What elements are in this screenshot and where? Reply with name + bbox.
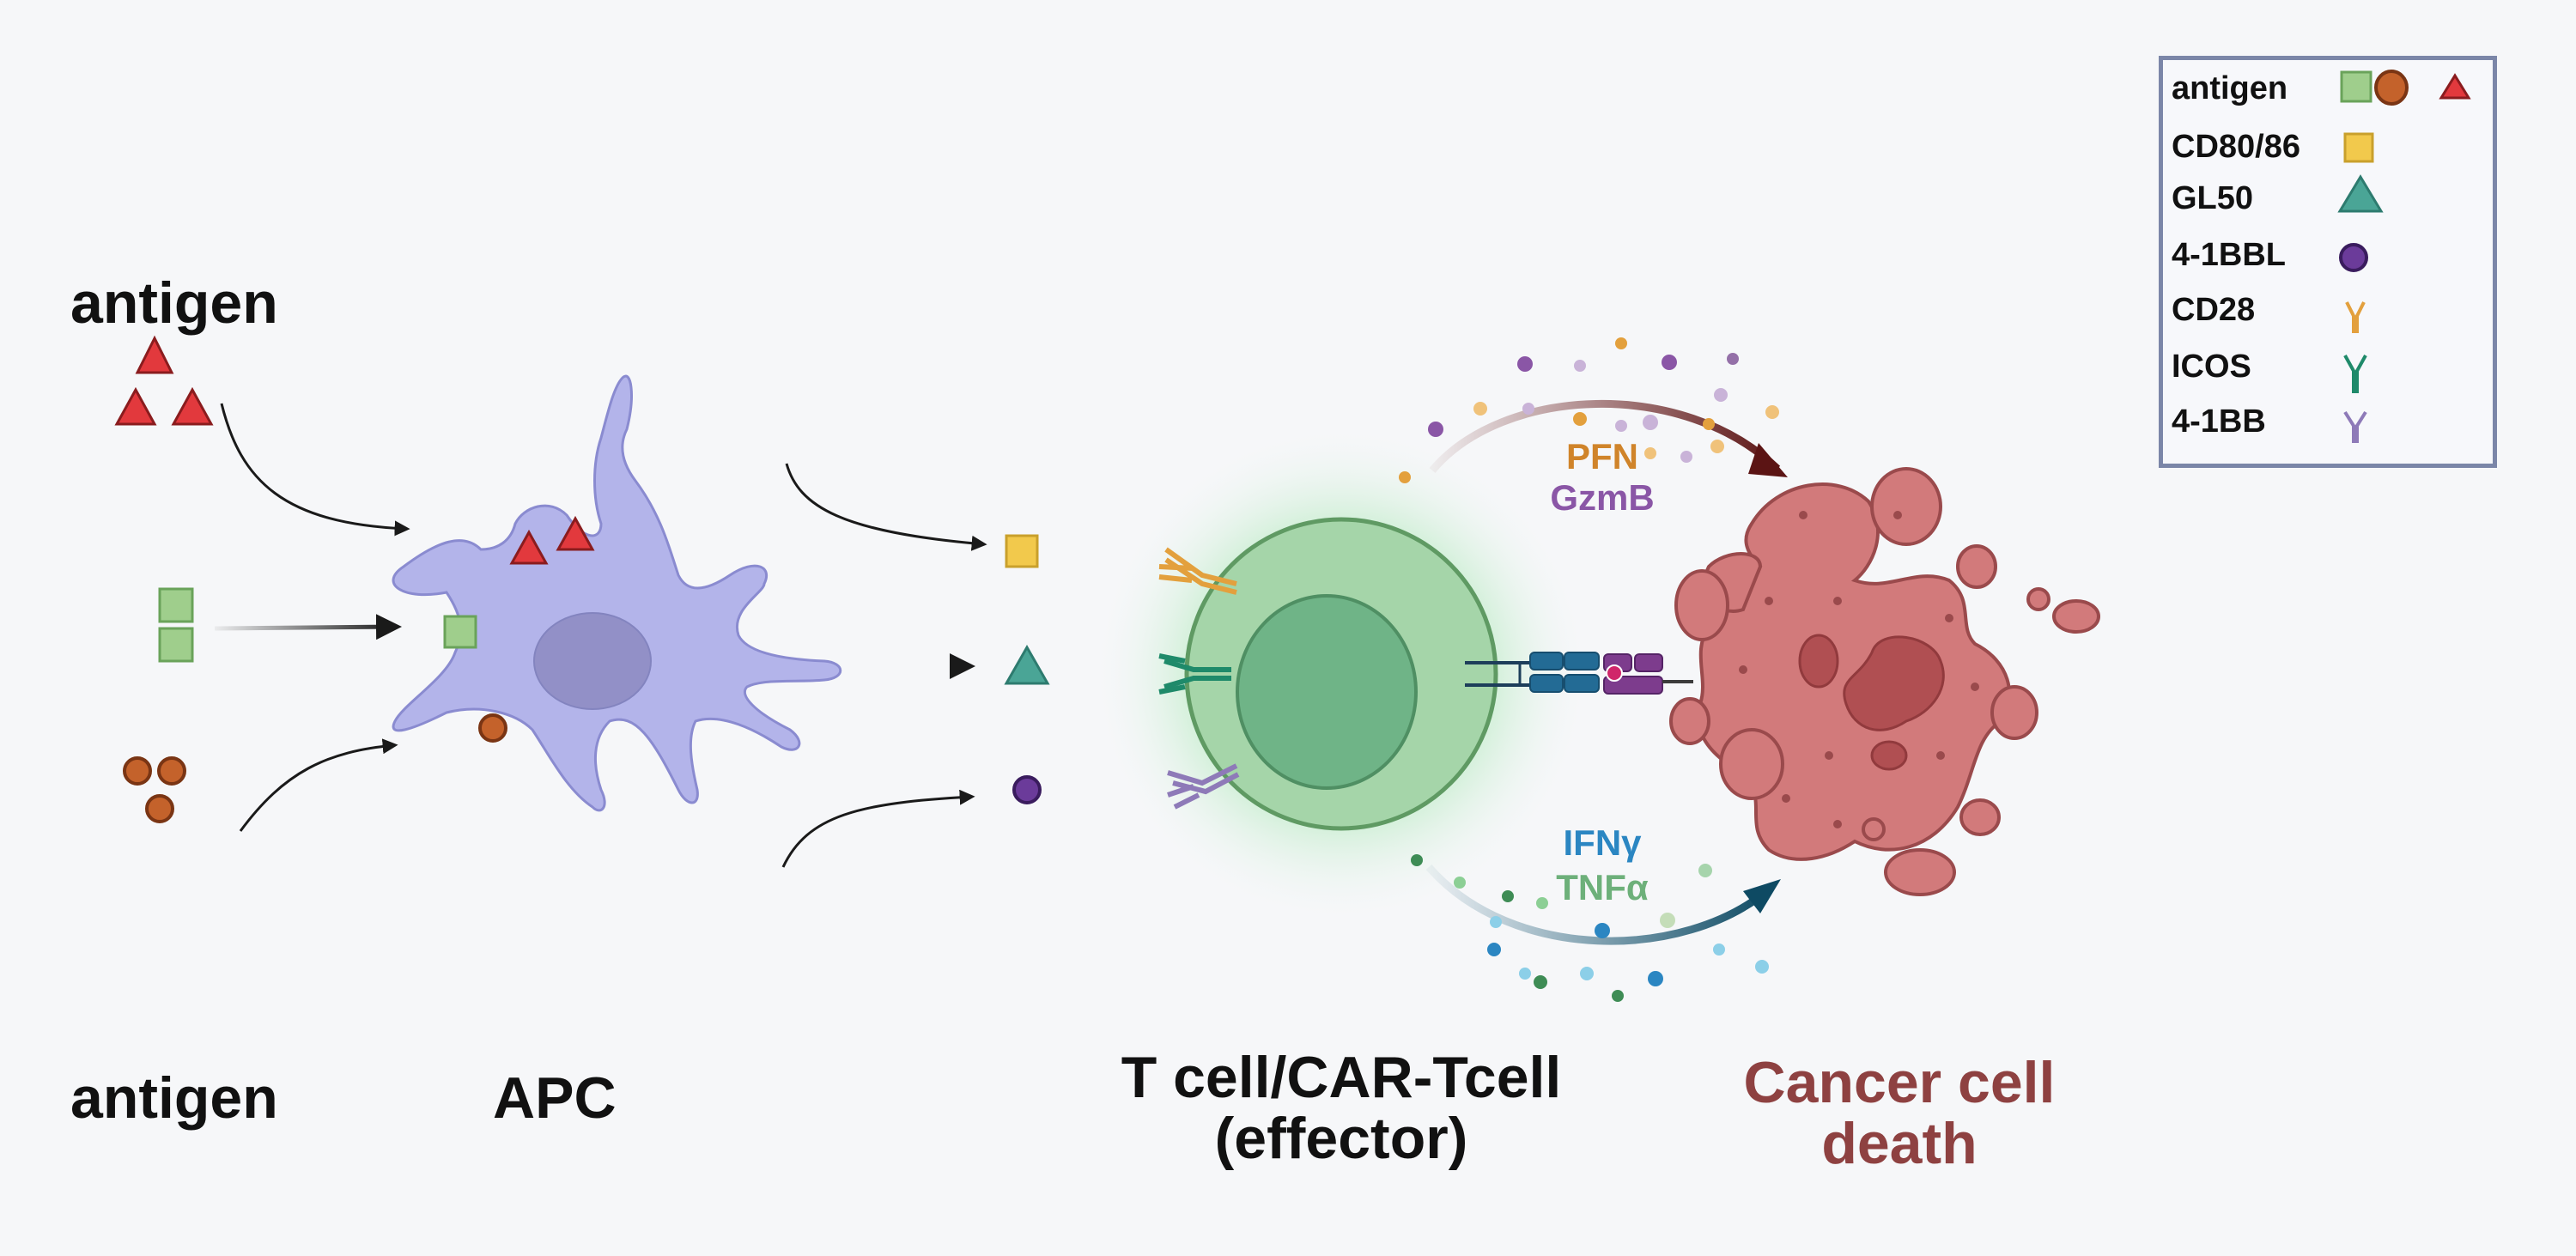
tnfa-label: TNFα xyxy=(1556,867,1649,907)
apc-label: APC xyxy=(493,1065,617,1131)
tcr-mhc-complex xyxy=(1465,652,1693,695)
icos-receptor xyxy=(1158,653,1231,695)
arrow-to-cd80 xyxy=(785,463,987,551)
cancer-cell xyxy=(1669,467,2100,896)
pfn-label: PFN xyxy=(1566,436,1638,476)
cancer-cell-label: Cancer cell death xyxy=(1743,1050,2056,1177)
legend-antigen-triangle-icon xyxy=(2439,73,2471,100)
legend-antigen-circle-icon xyxy=(2374,70,2409,106)
input-circle-antigens xyxy=(123,756,186,823)
arrow-pfn-gzmb xyxy=(1429,399,1781,473)
arrow-triangles-to-apc xyxy=(220,403,410,537)
legend-icons xyxy=(2337,70,2471,443)
arrow-to-41bbl xyxy=(781,789,975,868)
41bb-receptor xyxy=(1167,763,1240,810)
apc-cell xyxy=(392,374,842,812)
gzmb-label: GzmB xyxy=(1550,477,1655,518)
t-cell-label: T cell/CAR-Tcell (effector) xyxy=(1121,1047,1562,1170)
t-cell-label-line2: (effector) xyxy=(1214,1106,1468,1172)
arrow-ifng-tnfa xyxy=(1425,865,1771,945)
antigen-bottom-label: antigen xyxy=(70,1065,278,1131)
ifng-label: IFNγ xyxy=(1563,822,1642,863)
t-cell xyxy=(1092,425,1590,923)
legend-box: antigen CD80/86 GL50 4-1BBL CD28 ICOS 4-… xyxy=(2159,56,2497,468)
cancer-dots xyxy=(1739,511,1979,828)
gl50-ligand xyxy=(1004,644,1050,685)
arrow-ifng-tnfa-head xyxy=(1743,879,1781,913)
legend-label-41bb: 4-1BB xyxy=(2172,403,2266,440)
legend-label-41bbl: 4-1BBL xyxy=(2172,237,2287,273)
input-square-antigens xyxy=(158,587,194,663)
legend-green-receptor-icon xyxy=(2343,355,2367,393)
granule-dots-top xyxy=(1399,337,1779,483)
t-cell-label-line1: T cell/CAR-Tcell xyxy=(1121,1045,1562,1110)
41bbl-ligand xyxy=(1012,775,1042,804)
legend-label-gl50: GL50 xyxy=(2172,180,2254,216)
legend-lavender-receptor-icon xyxy=(2343,410,2367,443)
input-triangle-antigens xyxy=(114,335,214,426)
antigen-top-label: antigen xyxy=(70,270,278,336)
legend-orange-receptor-icon xyxy=(2345,301,2366,333)
legend-antigen-square-icon xyxy=(2340,70,2372,103)
legend-label-cd80-86: CD80/86 xyxy=(2172,129,2300,165)
arrow-squares-to-apc xyxy=(214,614,402,640)
cancer-cell-label-line1: Cancer cell xyxy=(1743,1050,2056,1115)
legend-label-antigen: antigen xyxy=(2172,70,2288,106)
legend-label-cd28: CD28 xyxy=(2172,292,2256,328)
legend-purple-circle-icon xyxy=(2339,243,2368,272)
legend-yellow-square-icon xyxy=(2343,132,2374,163)
cd28-receptor xyxy=(1158,547,1237,595)
cancer-nucleus xyxy=(1798,634,1945,771)
arrow-circles-to-apc xyxy=(239,738,398,832)
arrow-pfn-gzmb-head xyxy=(1748,443,1788,477)
legend-teal-triangle-icon xyxy=(2337,174,2384,213)
cd80-86-ligand xyxy=(1005,534,1039,568)
legend-label-icos: ICOS xyxy=(2172,349,2251,385)
cancer-cell-label-line2: death xyxy=(1821,1111,1978,1177)
cytokine-dots-bottom xyxy=(1411,854,1769,1002)
